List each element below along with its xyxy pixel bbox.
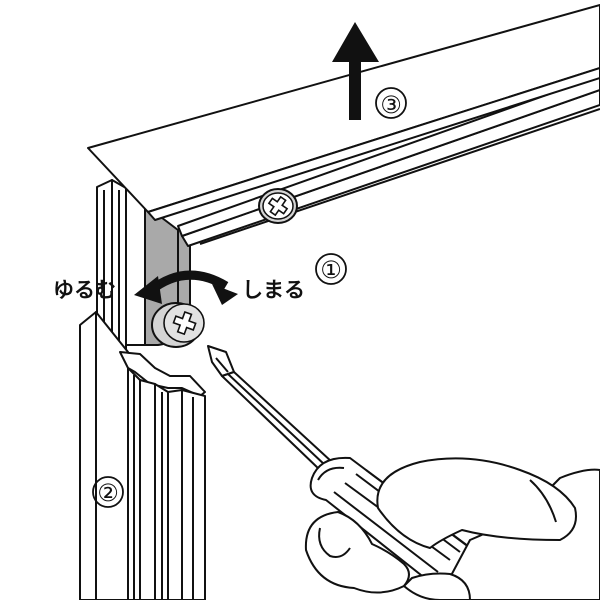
tighten-label: しまる: [242, 278, 305, 302]
step-3-label: ③: [380, 91, 402, 119]
loosen-label: ゆるむ: [53, 278, 116, 302]
arrow-up-icon: [332, 22, 379, 120]
phillips-screw-icon: [151, 302, 205, 348]
step-1-label: ①: [320, 256, 342, 284]
hand-illustration: [304, 457, 600, 600]
step-2-marker: ②: [92, 476, 124, 508]
step-1-marker: ①: [315, 253, 347, 285]
step-3-marker: ③: [375, 87, 407, 119]
phillips-screw-icon: [258, 188, 298, 224]
curved-double-arrow-icon: [134, 270, 238, 305]
front-cover-panel: [79, 311, 206, 600]
step-2-label: ②: [97, 479, 119, 507]
